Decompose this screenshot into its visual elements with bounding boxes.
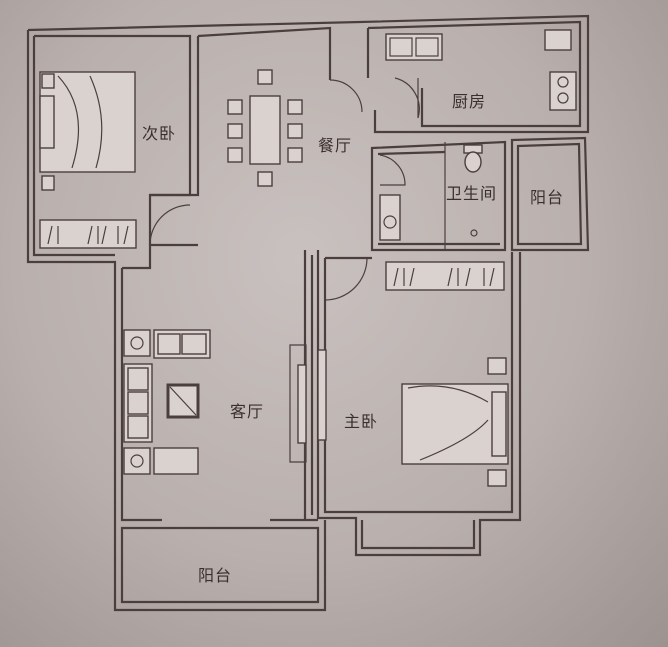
wash-basin-icon xyxy=(379,194,401,241)
fridge-icon xyxy=(544,29,572,51)
sofa-icon xyxy=(123,329,211,475)
shower-icon xyxy=(470,229,478,237)
coffee-table-icon xyxy=(166,383,200,419)
room-label-bathroom: 卫生间 xyxy=(446,184,498,203)
second-bedroom-wardrobe-icon xyxy=(39,219,137,249)
master-bedroom-wardrobe-icon xyxy=(385,261,505,291)
walls xyxy=(26,14,590,612)
stove-icon xyxy=(549,71,577,111)
master-bedroom-desk-icon xyxy=(317,349,327,441)
room-label-living-room: 客厅 xyxy=(230,402,265,421)
side-table-icon xyxy=(123,329,151,475)
dining-table-icon xyxy=(227,69,303,187)
tv-cabinet-icon xyxy=(297,364,307,444)
room-label-balcony-right: 阳台 xyxy=(530,188,565,207)
room-label-balcony-bottom: 阳台 xyxy=(198,566,233,585)
room-label-dining-room: 餐厅 xyxy=(318,136,353,155)
room-label-kitchen: 厨房 xyxy=(452,92,487,111)
second-bedroom-bed-icon xyxy=(39,71,136,191)
master-bedroom-bed-icon xyxy=(401,357,509,487)
kitchen-sink-icon xyxy=(385,33,443,61)
room-label-second-bedroom: 次卧 xyxy=(142,124,177,143)
room-label-master-bedroom: 主卧 xyxy=(344,412,379,431)
door-swings xyxy=(149,77,420,301)
toilet-icon xyxy=(463,144,483,173)
